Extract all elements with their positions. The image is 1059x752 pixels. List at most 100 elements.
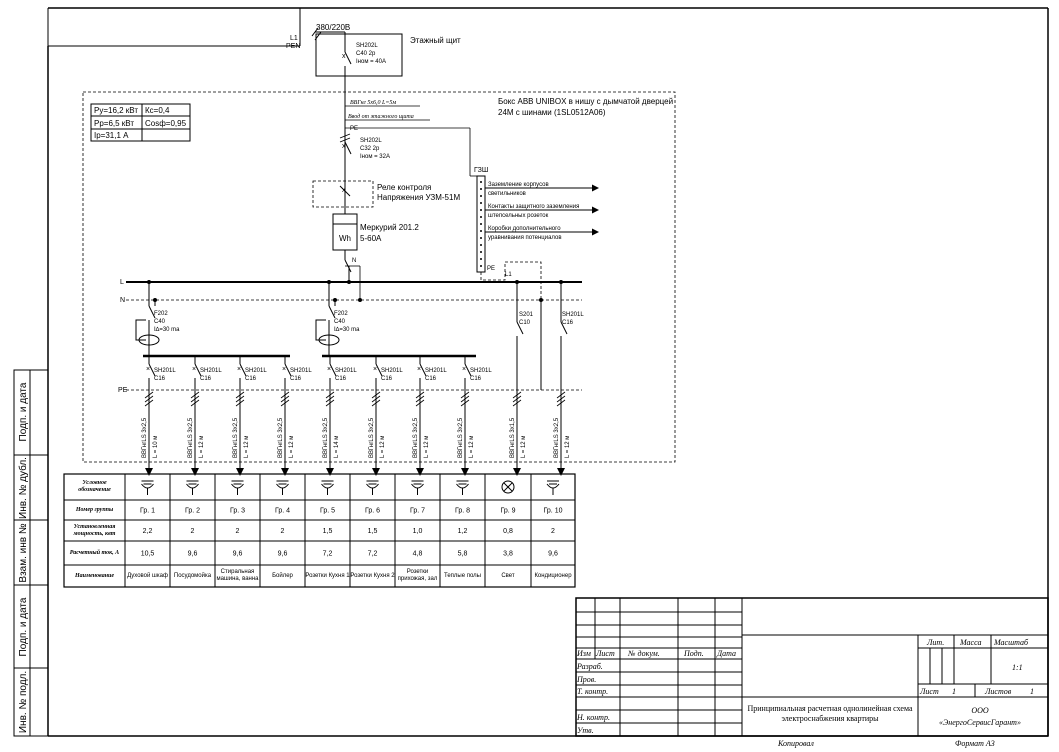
stamp-sheets-label: Листов [984, 687, 1012, 696]
group-breaker-model: SH201L [470, 368, 492, 374]
cable-length: L = 12 м [289, 436, 295, 458]
rcd-2 [315, 282, 476, 358]
cable-arrow [145, 468, 153, 476]
socket-icon [546, 480, 560, 495]
table-cell-name: Духовой шкаф [127, 572, 168, 579]
table-row-header: Наименование [74, 572, 115, 579]
group-breaker-rating: C16 [290, 376, 302, 382]
box-title-2: 24М с шинами (1SL0512A06) [498, 108, 606, 117]
group-breaker-rating: C16 [200, 376, 212, 382]
input-section: ВВГнг 5х6,0 L=5м Ввод от этажного щита P… [339, 100, 430, 214]
group-breaker-model: SH201L [290, 368, 312, 374]
cable-type: ВВГнгLS 3х2,5 [142, 417, 148, 458]
table-cell-group: Гр. 6 [365, 508, 380, 515]
table-cell-power: 2 [191, 528, 195, 535]
table-cell-name: Свет [501, 572, 515, 579]
energy-meter [332, 213, 358, 251]
floor-panel-box [315, 33, 403, 77]
table-cell-power: 2 [281, 528, 285, 535]
drawing-frame [47, 7, 1049, 737]
n-conductor-label: N [352, 258, 356, 264]
cable-arrow [236, 468, 244, 476]
cable-type: ВВГнгLS 3х2,5 [458, 417, 464, 458]
gzsh-label: ГЗШ [474, 167, 488, 174]
socket-icon [186, 480, 199, 495]
table-cell-name: Розетки прихожая, зал [397, 569, 438, 582]
floor-panel: 380/220В L1 PEN Этажный щит x SH202L C40… [286, 23, 461, 160]
side-stamp [13, 369, 49, 737]
breaker-cross: × [462, 366, 466, 373]
bus-n-label: N [120, 297, 125, 304]
table-cell-name: Стиральная машина, ванна [216, 569, 259, 582]
table-cell-name: Бойлер [272, 572, 293, 579]
stamp-org-1: ООО [971, 706, 989, 715]
table-cell-current: 3,8 [503, 551, 513, 558]
distribution-box [82, 91, 676, 463]
table-cell-group: Гр. 9 [500, 508, 515, 515]
supply-pen: PEN [286, 43, 300, 50]
relay-line1: Реле контроля [377, 183, 431, 192]
table-cell-power: 2,2 [143, 528, 153, 535]
table-cell-group: Гр. 8 [455, 508, 470, 515]
meter-line2: 5-60А [360, 234, 382, 243]
stamp-org-2: «ЭнергоСервисГарант» [939, 718, 1021, 727]
rcd-2-idelta: I∆=30 ma [334, 326, 360, 333]
cable-arrow [372, 468, 380, 476]
table-row-header: Номер группы [75, 506, 114, 513]
rcd-1-idelta: I∆=30 ma [154, 326, 180, 333]
title-block [575, 597, 1049, 737]
cable-arrow [281, 468, 289, 476]
stamp-sheets: 1 [1030, 687, 1034, 696]
socket-icon [456, 480, 469, 495]
panel-breaker-model: SH202L [356, 43, 378, 49]
table-cell-current: 9,6 [188, 551, 198, 558]
stamp-utv: Утв. [577, 726, 594, 735]
gzsh-out2-l1: Контакты защитного заземления [488, 204, 579, 210]
main-breaker-rating: C32 2р [360, 146, 380, 152]
stamp-izm: Изм [576, 649, 591, 658]
cable-arrow [557, 468, 565, 476]
param-cos: Cosф=0,95 [145, 119, 187, 128]
cable-type: ВВГнгLS 3х2,5 [554, 417, 560, 458]
cable-arrow [326, 468, 334, 476]
socket-icon [411, 480, 424, 495]
cable-type: ВВГнгLS 3х2,5 [413, 417, 419, 458]
side-stamp-label: Подп. и дата [18, 597, 29, 656]
side-stamp-label: Инв. № дубл. [17, 457, 29, 519]
side-stamp-label: Взам. инв № [18, 523, 29, 582]
l1-label: L1 [505, 272, 512, 278]
table-cell-current: 10,5 [141, 551, 155, 558]
table-cell-power: 2 [551, 528, 555, 535]
cable-length: L = 12 м [199, 436, 205, 458]
table-cell-current: 5,8 [458, 551, 468, 558]
breaker-cross: × [192, 366, 196, 373]
group-breaker-model: SH201L [335, 368, 357, 374]
load-params-table [90, 103, 191, 142]
meter-line1: Меркурий 201.2 [360, 223, 419, 232]
group-breaker-model: SH201L [381, 368, 403, 374]
table-cell-name: Розетки Кухня 2 [350, 572, 395, 579]
stamp-massa: Масса [959, 638, 981, 647]
cable-type: ВВГнгLS 3х2,5 [369, 417, 375, 458]
direct-breaker-2-rating: C16 [562, 320, 574, 326]
table-cell-name: Розетки Кухня 1 [305, 572, 350, 579]
gzsh-outputs [485, 184, 599, 236]
buses: L N PE [118, 279, 582, 394]
gzsh-dots [480, 181, 482, 267]
cable-length: L = 12 м [380, 436, 386, 458]
table-cell-power: 1,2 [458, 528, 468, 535]
breaker-cross: × [237, 366, 241, 373]
table-cell-power: 1,5 [368, 528, 378, 535]
gzsh-out3-l2: уравнивания потенциалов [488, 235, 562, 241]
breaker-cross: × [146, 366, 150, 373]
table-cell-group: Гр. 7 [410, 508, 425, 515]
stamp-copied: Копировал [777, 739, 814, 748]
direct-breaker-2-model: SH201L [562, 312, 584, 318]
panel-breaker-rating: C40 2р [356, 51, 376, 57]
box-title-1: Бокс ABB UNIBOX в нишу с дымчатой дверце… [498, 97, 673, 106]
